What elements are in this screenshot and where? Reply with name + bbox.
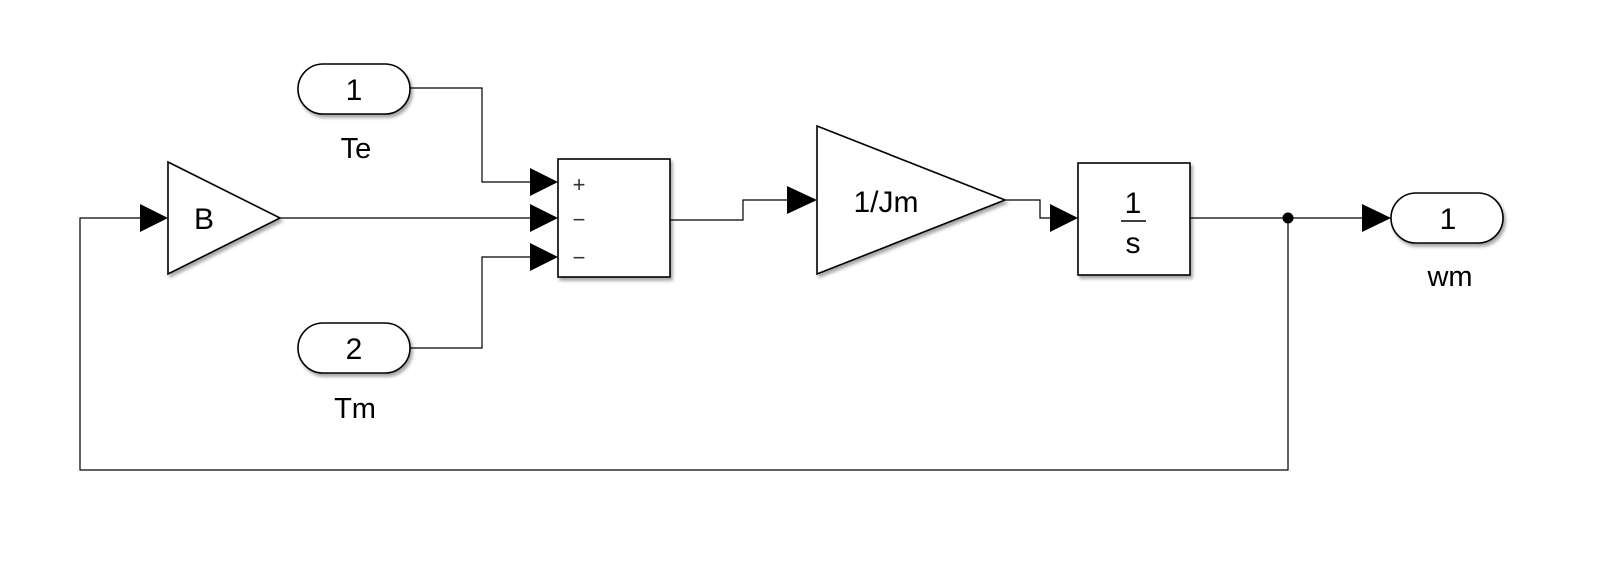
gain-b-label: B <box>194 203 214 236</box>
inport-te[interactable]: 1 Te <box>297 63 411 165</box>
wire-jm-to-integrator[interactable] <box>1005 199 1053 219</box>
outport-wm[interactable]: 1 wm <box>1390 192 1504 293</box>
inport-tm[interactable]: 2 Tm <box>297 322 411 425</box>
integrator-denominator: s <box>1126 227 1141 260</box>
integrator-numerator: 1 <box>1125 187 1142 220</box>
arrow-into-integrator <box>1050 204 1078 232</box>
wire-feedback-loop[interactable] <box>79 217 1289 471</box>
arrowheads <box>140 168 1391 271</box>
gain-b-block[interactable]: B <box>167 160 282 276</box>
sum-sign-3: − <box>573 245 586 270</box>
outport-wm-name: wm <box>1426 261 1472 293</box>
wire-tm-to-sum[interactable] <box>403 256 530 349</box>
arrow-into-sum-2 <box>530 204 558 232</box>
wire-sum-to-jm[interactable] <box>670 199 788 221</box>
branch-point <box>1282 212 1294 224</box>
outport-wm-number: 1 <box>1440 203 1457 236</box>
sum-sign-2: − <box>573 207 586 232</box>
integrator-block[interactable]: 1 s <box>1077 162 1191 276</box>
arrow-into-jm <box>787 186 817 214</box>
arrow-into-b <box>140 204 168 232</box>
gain-jm-label: 1/Jm <box>853 186 918 219</box>
inport-te-number: 1 <box>346 74 363 107</box>
inport-tm-name: Tm <box>334 393 376 425</box>
sum-sign-1: + <box>573 172 586 197</box>
inport-te-name: Te <box>341 133 372 165</box>
inport-tm-number: 2 <box>346 333 363 366</box>
sum-block[interactable]: + − − <box>557 158 671 278</box>
signal-lines <box>79 87 1365 471</box>
arrow-into-sum-3 <box>530 243 558 271</box>
arrow-into-outport <box>1362 204 1391 232</box>
wire-te-to-sum[interactable] <box>403 87 530 183</box>
gain-jm-block[interactable]: 1/Jm <box>816 124 1008 276</box>
arrow-into-sum-1 <box>530 168 558 196</box>
